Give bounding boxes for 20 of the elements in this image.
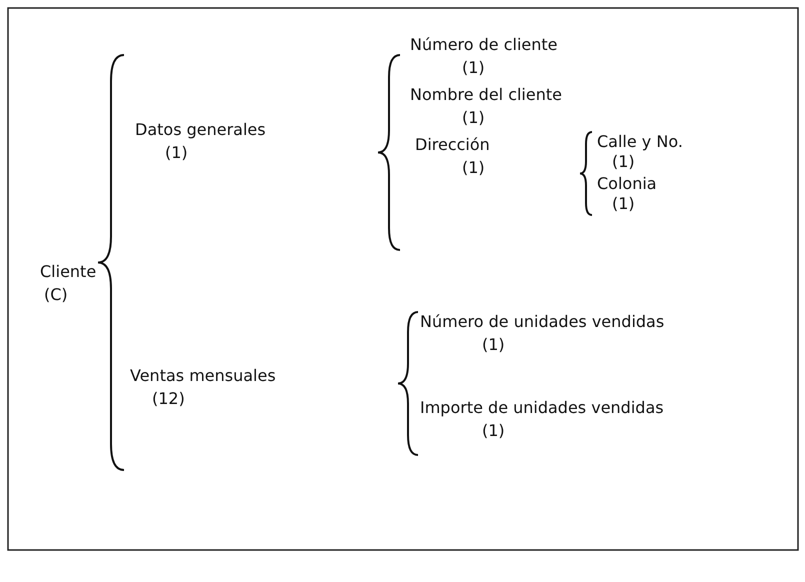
multiplicity-label: (1) bbox=[165, 143, 188, 162]
item-label: Nombre del cliente bbox=[410, 85, 562, 104]
item-label: Cliente bbox=[40, 262, 96, 281]
multiplicity-label: (1) bbox=[482, 335, 505, 354]
item-label: Número de cliente bbox=[410, 35, 558, 54]
item-label: Ventas mensuales bbox=[130, 366, 276, 385]
multiplicity-label: (1) bbox=[462, 108, 485, 127]
multiplicity-label: (12) bbox=[152, 389, 185, 408]
multiplicity-label: (1) bbox=[612, 152, 635, 171]
multiplicity-label: (1) bbox=[462, 158, 485, 177]
item-label: Calle y No. bbox=[597, 132, 683, 151]
item-label: Datos generales bbox=[135, 120, 266, 139]
item-label: Importe de unidades vendidas bbox=[420, 398, 664, 417]
item-label: Número de unidades vendidas bbox=[420, 312, 664, 331]
multiplicity-label: (1) bbox=[612, 194, 635, 213]
item-label: Dirección bbox=[415, 135, 490, 154]
item-label: Colonia bbox=[597, 174, 657, 193]
multiplicity-label: (C) bbox=[44, 285, 68, 304]
multiplicity-label: (1) bbox=[482, 421, 505, 440]
multiplicity-label: (1) bbox=[462, 58, 485, 77]
